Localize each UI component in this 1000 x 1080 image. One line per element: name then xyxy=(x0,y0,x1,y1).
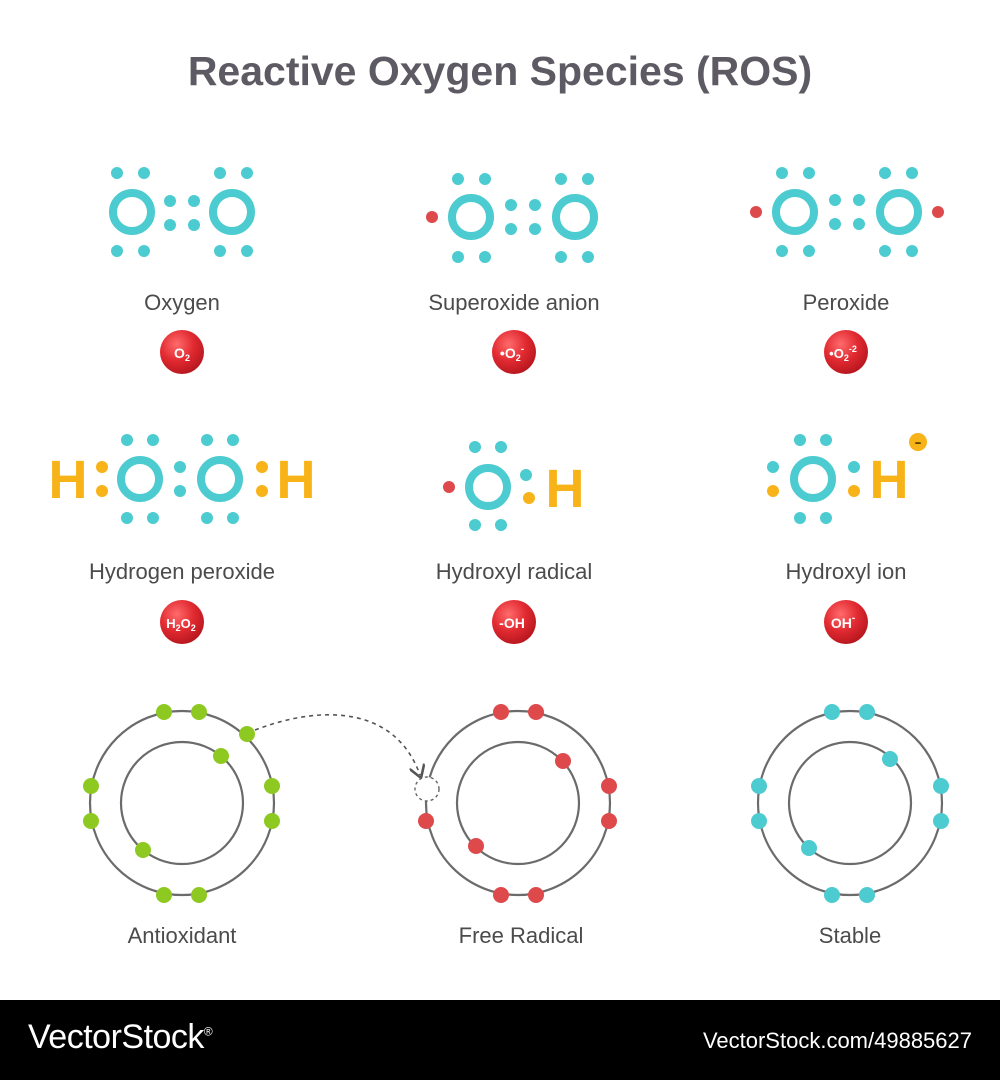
species-label-peroxide: Peroxide xyxy=(803,290,890,315)
outer-shell xyxy=(424,709,612,897)
hydrogen-atom: H xyxy=(870,450,909,510)
electron xyxy=(164,195,176,207)
species-label-superoxide: Superoxide anion xyxy=(428,290,599,315)
oxygen-atom xyxy=(197,456,243,502)
model-label-free-radical: Free Radical xyxy=(459,923,584,948)
ros-diagram: Oxygen O2 Superoxide anion •O2- Peroxide xyxy=(49,167,949,948)
image-id: VectorStock.com/49885627 xyxy=(702,1028,972,1053)
hydrogen-atom: H xyxy=(546,459,585,519)
electron-transfer-arrow xyxy=(254,714,420,775)
svg-text:-OH: -OH xyxy=(499,615,525,631)
model-label-stable: Stable xyxy=(819,923,881,948)
unpaired-electron xyxy=(750,206,762,218)
electron xyxy=(241,167,253,179)
hydroxyl-radical-molecule: H xyxy=(443,441,585,531)
oxygen-atom xyxy=(209,189,255,235)
oxygen-atom xyxy=(117,456,163,502)
electron xyxy=(111,245,123,257)
hydrogen-atom: H xyxy=(49,450,88,510)
svg-text:OH-: OH- xyxy=(831,613,855,631)
oxygen-atom xyxy=(876,189,922,235)
svg-text:•O2-: •O2- xyxy=(500,344,524,363)
formula-badge-hydroxyl-ion: OH- xyxy=(824,600,868,644)
electron xyxy=(138,167,150,179)
hydrogen-peroxide-molecule: H H xyxy=(49,434,316,524)
brand-name: VectorStock xyxy=(28,1018,204,1056)
unpaired-electron xyxy=(426,211,438,223)
inner-shell xyxy=(455,740,581,866)
oxygen-molecule xyxy=(109,167,255,257)
formula-badge-superoxide: •O2- xyxy=(492,330,536,374)
species-label-hydroxyl-radical: Hydroxyl radical xyxy=(436,559,593,584)
species-label-hydrogen-peroxide: Hydrogen peroxide xyxy=(89,559,275,584)
page-title: Reactive Oxygen Species (ROS) xyxy=(187,48,813,94)
missing-electron-slot xyxy=(414,776,440,802)
electron xyxy=(164,219,176,231)
electron xyxy=(214,167,226,179)
registered-mark: ® xyxy=(203,1024,213,1039)
oxygen-atom xyxy=(448,194,494,240)
electron xyxy=(138,245,150,257)
svg-text:–: – xyxy=(915,435,922,451)
inner-shell xyxy=(787,740,913,866)
footer-bar: VectorStock® VectorStock.com/49885627 xyxy=(0,1000,1000,1080)
species-label-oxygen: Oxygen xyxy=(144,290,220,315)
negative-charge-icon: – xyxy=(909,433,927,451)
formula-badge-peroxide: •O2-2 xyxy=(824,330,868,374)
formula-badge-hydrogen-peroxide: H2O2 xyxy=(160,600,204,644)
electron xyxy=(188,195,200,207)
outer-shell xyxy=(88,709,276,897)
svg-text:O2: O2 xyxy=(174,345,190,363)
unpaired-electron xyxy=(932,206,944,218)
species-label-hydroxyl-ion: Hydroxyl ion xyxy=(785,559,906,584)
electron xyxy=(241,245,253,257)
formula-badge-hydroxyl-radical: -OH xyxy=(492,600,536,644)
svg-text:H2O2: H2O2 xyxy=(166,616,196,633)
oxygen-atom xyxy=(790,456,836,502)
oxygen-atom xyxy=(552,194,598,240)
free-radical-model xyxy=(414,704,617,903)
oxygen-atom xyxy=(772,189,818,235)
formula-badge-oxygen: O2 xyxy=(160,330,204,374)
hydroxyl-ion-molecule: H – xyxy=(767,433,927,524)
unpaired-electron xyxy=(443,481,455,493)
outer-shell xyxy=(756,709,944,897)
superoxide-molecule xyxy=(426,173,598,263)
peroxide-molecule xyxy=(750,167,944,257)
electron xyxy=(111,167,123,179)
antioxidant-model xyxy=(83,704,280,903)
model-label-antioxidant: Antioxidant xyxy=(128,923,237,948)
brand-logo[interactable]: VectorStock® xyxy=(28,1018,213,1057)
oxygen-atom xyxy=(465,464,511,510)
hydrogen-atom: H xyxy=(277,450,316,510)
inner-shell xyxy=(119,740,245,866)
svg-text:•O2-2: •O2-2 xyxy=(829,344,857,363)
electron xyxy=(188,219,200,231)
electron xyxy=(214,245,226,257)
oxygen-atom xyxy=(109,189,155,235)
stable-model xyxy=(751,704,949,903)
